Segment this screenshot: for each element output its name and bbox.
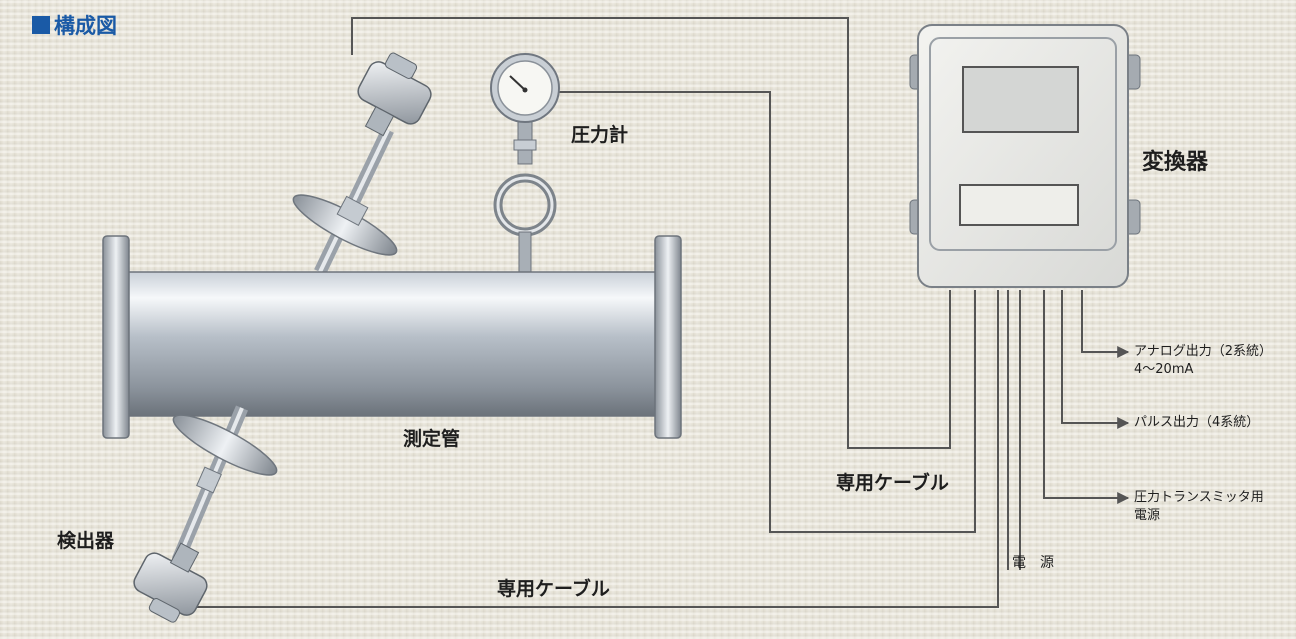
power-label: 電 源: [1012, 555, 1054, 571]
pulse-output-line: [1061, 290, 1130, 429]
cable-label-bottom: 専用ケーブル: [497, 578, 610, 600]
analog-output-line1: アナログ出力（2系統）: [1134, 344, 1273, 359]
title-square-icon: [32, 16, 50, 34]
analog-output-line2: 4〜20mA: [1134, 362, 1194, 377]
transmitter-power-line: [1043, 290, 1130, 504]
converter-box: [909, 24, 1141, 288]
upper-detector: [292, 52, 432, 275]
measuring-pipe-label: 測定管: [403, 428, 461, 450]
detector-label: 検出器: [57, 530, 115, 552]
measuring-pipe-graphic: [102, 235, 682, 439]
lower-detector: [133, 405, 278, 623]
pressure-gauge-label: 圧力計: [571, 124, 629, 146]
cable-pressure-gauge: [545, 91, 976, 533]
cable-lower-detector: [190, 290, 999, 608]
converter-label: 変換器: [1142, 150, 1209, 175]
analog-output-label: アナログ出力（2系統） 4〜20mA: [1134, 343, 1272, 379]
transmitter-power-label: 圧力トランスミッタ用 電源: [1134, 489, 1264, 525]
pressure-gauge-graphic: [490, 53, 560, 273]
pulse-output-label: パルス出力（4系統）: [1134, 415, 1260, 430]
cable-upper-sensor: [351, 17, 951, 449]
diagram-title: 構成図: [32, 10, 117, 40]
transmitter-power-line1: 圧力トランスミッタ用: [1134, 490, 1264, 505]
diagram-title-text: 構成図: [54, 14, 117, 38]
transmitter-power-line2: 電源: [1134, 508, 1161, 523]
cable-label-right: 専用ケーブル: [836, 472, 949, 494]
analog-output-line: [1081, 290, 1130, 358]
